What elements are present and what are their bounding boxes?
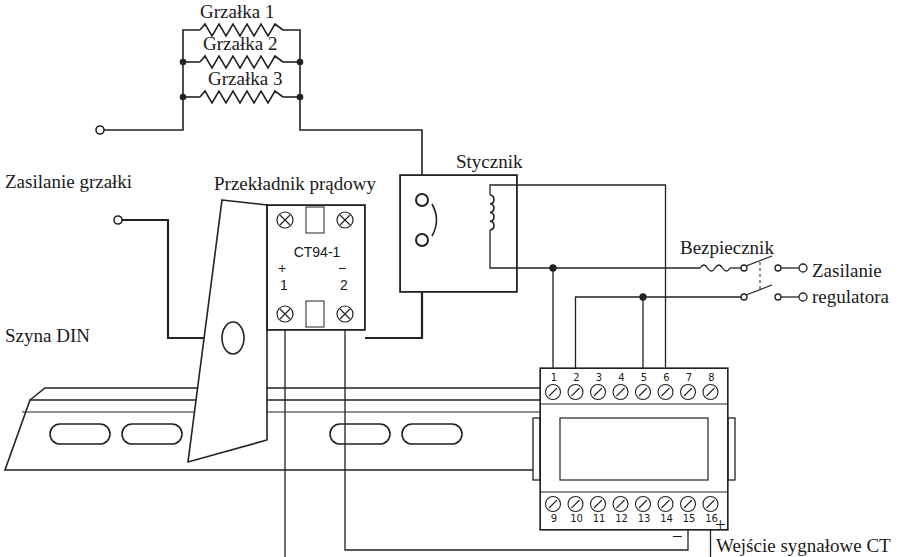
pin-number: 13: [638, 513, 651, 525]
label-text: −: [672, 527, 683, 547]
wire-connector: [517, 268, 553, 368]
label-text: Zasilanie grzałki: [5, 172, 132, 192]
device-marking: 1: [280, 277, 288, 293]
device-marking: −: [338, 260, 346, 276]
fuse-symbol: [700, 265, 730, 271]
pin-number: 10: [570, 513, 583, 525]
pin-number: 7: [686, 372, 692, 384]
coil-symbol: [490, 195, 494, 230]
resistor-symbol: [200, 91, 283, 103]
controller-box: 12345678910111213141516: [540, 368, 728, 530]
part-name: Stycznik: [456, 151, 523, 172]
device-marking: 2: [340, 277, 348, 293]
pin-number: 1: [551, 372, 557, 384]
pin-number: 16: [705, 513, 718, 525]
pin-number: 11: [593, 513, 606, 525]
label-text: Zasilanie regulatora: [812, 258, 912, 310]
resistor-symbol: [200, 56, 283, 68]
pin-number: 5: [641, 372, 647, 384]
pin-number: 9: [551, 513, 557, 525]
label-text: Bezpiecznik: [680, 238, 774, 258]
din-rail: [5, 388, 590, 470]
pin-number: 4: [618, 372, 624, 384]
pin-number: 2: [573, 372, 579, 384]
wire-connector: [517, 185, 666, 368]
current-transformer: Przekładnik prądowyCT94-1+1−2: [267, 205, 365, 330]
current-transformer-body: [188, 200, 365, 557]
part-name: Przekładnik prądowy: [214, 173, 376, 194]
pin-number: 3: [596, 372, 602, 384]
terminal-circle: [114, 216, 122, 224]
wire-connector: [345, 330, 688, 550]
device-marking: +: [278, 260, 286, 276]
pin-number: 12: [615, 513, 628, 525]
label-text: Grzałka 1: [200, 2, 274, 22]
ct-signal-wire: [710, 530, 711, 557]
controller-housing: [533, 368, 735, 530]
pin-number: 14: [660, 513, 673, 525]
device-marking: CT94-1: [294, 244, 341, 260]
label-text: Grzałka 2: [203, 34, 277, 54]
contactor-box: Stycznik: [400, 175, 517, 292]
pin-number: 8: [708, 372, 714, 384]
pin-number: 15: [683, 513, 696, 525]
heater-bank: [96, 24, 422, 194]
controller-supply: [550, 256, 807, 368]
label-text: Szyna DIN: [5, 326, 90, 346]
contactor-internals: [400, 175, 517, 292]
pin-number: 6: [663, 372, 669, 384]
label-text: Grzałka 3: [208, 69, 282, 89]
terminal-screws: [546, 385, 719, 512]
label-text: Wejście sygnałowe CT: [716, 536, 891, 556]
